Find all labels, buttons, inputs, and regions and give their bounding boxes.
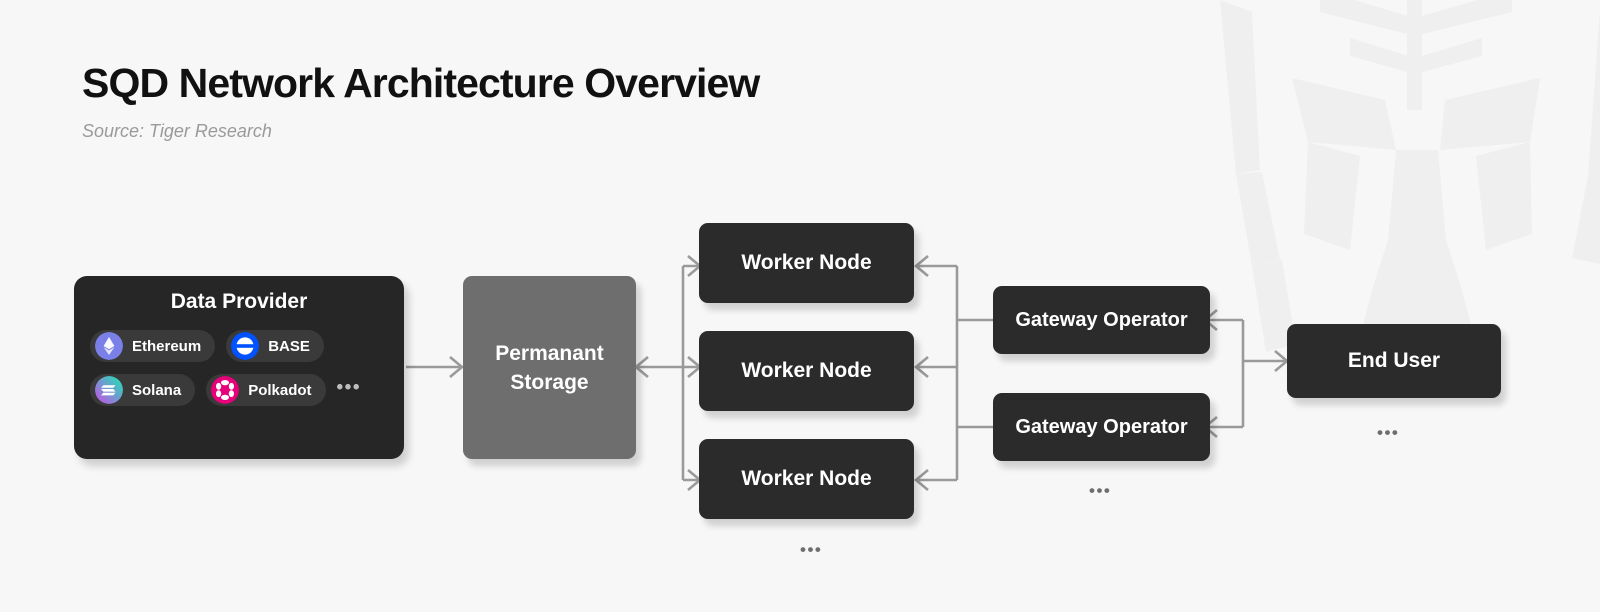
chain-more-indicator[interactable]: ••• — [336, 376, 361, 398]
worker-node-1-label: Worker Node — [741, 251, 872, 274]
gateway-operator-more-indicator[interactable]: ••• — [1089, 481, 1112, 500]
solana-logo-icon — [95, 376, 123, 404]
data-provider-title: Data Provider — [170, 290, 308, 313]
page-title: SQD Network Architecture Overview — [82, 60, 760, 106]
chain-badge-base[interactable]: BASE — [226, 330, 324, 362]
storage-label-line1: Permanant — [495, 341, 604, 365]
gateway-operator-1[interactable]: Gateway Operator — [993, 286, 1210, 354]
worker-node-more-indicator[interactable]: ••• — [800, 540, 823, 559]
end-user-more-indicator[interactable]: ••• — [1377, 423, 1400, 442]
polkadot-logo-icon — [211, 376, 240, 404]
chain-row-2: Solana Polkadot ••• — [90, 374, 388, 406]
permanant-storage-node[interactable]: Permanant Storage — [463, 276, 636, 459]
worker-node-3-label: Worker Node — [741, 467, 872, 490]
worker-node-2[interactable]: Worker Node — [699, 331, 914, 411]
worker-node-3[interactable]: Worker Node — [699, 439, 914, 519]
data-provider-card[interactable]: Data Provider Ethereum BASE — [74, 276, 404, 459]
chain-label-base: BASE — [268, 337, 310, 355]
end-user-label: End User — [1347, 349, 1441, 372]
base-logo-icon — [231, 332, 260, 360]
chain-label-polkadot: Polkadot — [248, 381, 312, 399]
chain-badge-ethereum[interactable]: Ethereum — [90, 330, 216, 362]
chain-label-ethereum: Ethereum — [132, 337, 202, 355]
gateway-operator-1-label: Gateway Operator — [1015, 308, 1188, 331]
gateway-operator-2-label: Gateway Operator — [1015, 415, 1188, 438]
worker-node-2-label: Worker Node — [741, 359, 872, 382]
worker-node-1[interactable]: Worker Node — [699, 223, 914, 303]
chain-badge-solana[interactable]: Solana — [90, 374, 196, 406]
source-attribution: Source: Tiger Research — [82, 121, 272, 141]
chain-badge-polkadot[interactable]: Polkadot — [206, 374, 326, 406]
storage-label-line2: Storage — [510, 370, 589, 394]
chain-label-solana: Solana — [132, 381, 182, 399]
chain-row-1: Ethereum BASE — [90, 330, 388, 362]
end-user-node[interactable]: End User — [1287, 324, 1501, 398]
ethereum-logo-icon — [95, 332, 123, 360]
gateway-operator-2[interactable]: Gateway Operator — [993, 393, 1210, 461]
page-header: SQD Network Architecture Overview Source… — [82, 60, 760, 142]
